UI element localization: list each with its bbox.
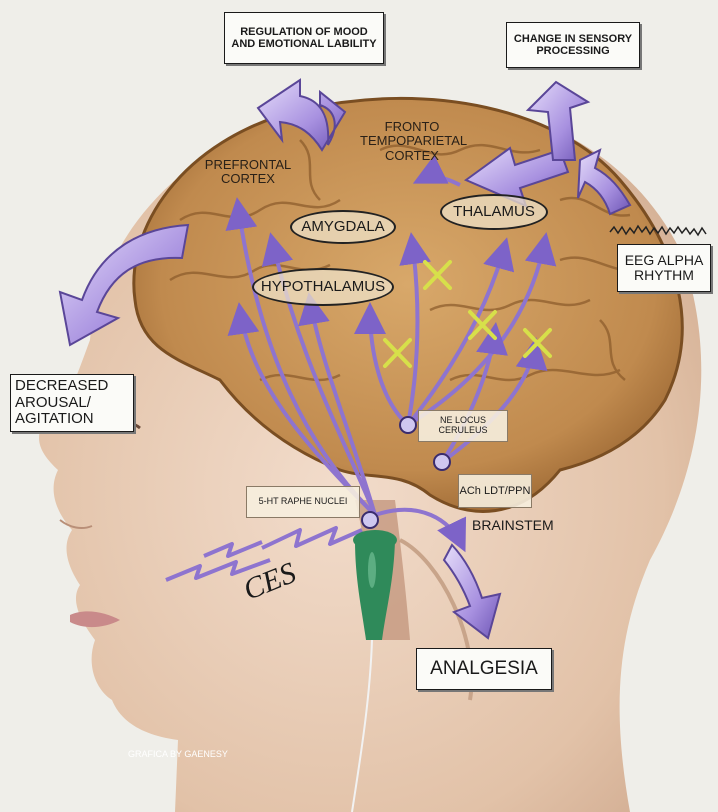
label-mood-regulation: REGULATION OF MOOD AND EMOTIONAL LABILIT…	[224, 12, 384, 64]
ldt-ppn-dot	[434, 454, 450, 470]
label-analgesia: ANALGESIA	[416, 648, 552, 690]
label-thalamus: THALAMUS	[440, 194, 548, 230]
label-sensory-processing: CHANGE IN SENSORY PROCESSING	[506, 22, 640, 68]
label-ne-locus-ceruleus: NE LOCUS CERULEUS	[418, 410, 508, 442]
credit-text: GRAFICA BY GAENESY	[128, 750, 268, 760]
label-prefrontal-cortex: PREFRONTAL CORTEX	[198, 158, 298, 187]
label-hypothalamus: HYPOTHALAMUS	[252, 268, 394, 306]
label-eeg-alpha: EEG ALPHA RHYTHM	[617, 244, 711, 292]
label-ach-ldt-ppn: ACh LDT/PPN	[458, 474, 532, 508]
label-amygdala: AMYGDALA	[290, 210, 396, 244]
label-brainstem: BRAINSTEM	[472, 518, 582, 533]
label-decreased-arousal: DECREASED AROUSAL/ AGITATION	[10, 374, 134, 432]
label-5ht-raphe-nuclei: 5-HT RAPHE NUCLEI	[246, 486, 360, 518]
label-frontotemporoparietal-cortex: FRONTO TEMPOPARIETAL CORTEX	[360, 120, 464, 163]
locus-ceruleus-dot	[400, 417, 416, 433]
raphe-dot	[362, 512, 378, 528]
